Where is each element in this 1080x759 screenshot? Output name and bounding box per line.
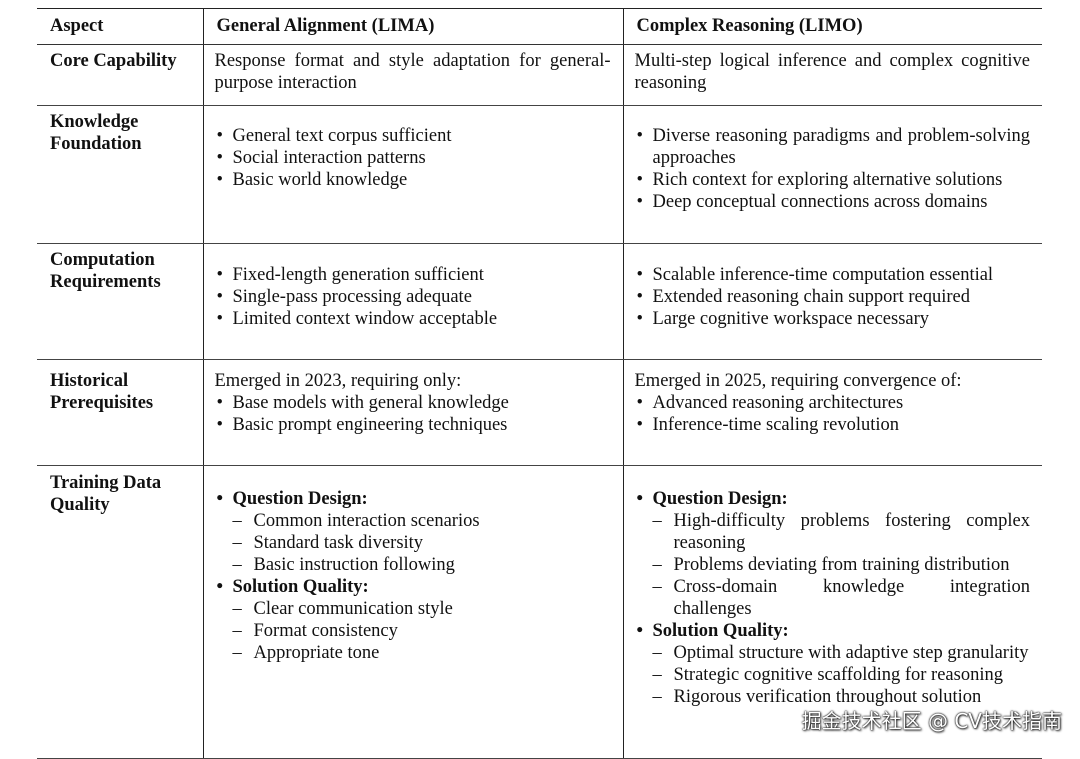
list-item: Strategic cognitive scaffolding for reas… — [635, 664, 1031, 686]
list-item: Appropriate tone — [215, 642, 611, 664]
cell-text: Multi-step logical inference and complex… — [634, 51, 1031, 93]
list-item: Diverse reasoning paradigms and problem-… — [635, 125, 1030, 169]
table-row-computation-requirements: Computation Requirements Fixed-length ge… — [37, 243, 1042, 360]
list-item: Social interaction patterns — [215, 147, 611, 169]
list-item: Basic world knowledge — [215, 169, 611, 191]
header-aspect: Aspect — [37, 8, 203, 45]
list-item: High-difficulty problems fostering compl… — [635, 510, 1030, 554]
aspect-line: Quality — [50, 495, 110, 515]
cell-intro: Emerged in 2023, requiring only: — [214, 371, 462, 391]
group-title: Question Design: — [635, 488, 1031, 510]
list-item: Basic instruction following — [215, 554, 611, 576]
table-header-row: Aspect General Alignment (LIMA) Complex … — [37, 8, 1042, 45]
bullet-list: Advanced reasoning architectures Inferen… — [635, 392, 1031, 436]
aspect-line: Computation — [50, 250, 155, 270]
group-title: Question Design: — [215, 488, 611, 510]
list-item: Rich context for exploring alternative s… — [635, 169, 1031, 191]
list-item: Problems deviating from training distrib… — [635, 554, 1031, 576]
general-cell: Response format and style adaptation for… — [202, 44, 623, 106]
header-general-alignment: General Alignment (LIMA) — [202, 8, 623, 45]
table-row-knowledge-foundation: Knowledge Foundation General text corpus… — [37, 105, 1042, 244]
bullet-list: General text corpus sufficient Social in… — [215, 125, 611, 191]
complex-cell: Multi-step logical inference and complex… — [622, 44, 1042, 106]
list-item: Format consistency — [215, 620, 611, 642]
list-item: Clear communication style — [215, 598, 611, 620]
general-cell: Emerged in 2023, requiring only: Base mo… — [202, 359, 623, 466]
watermark: 掘金技术社区 @ CV技术指南 — [801, 709, 1062, 733]
bullet-list: Diverse reasoning paradigms and problem-… — [635, 125, 1031, 213]
aspect-line: Requirements — [50, 272, 161, 292]
aspect-line: Training Data — [50, 473, 162, 493]
aspect-line: Knowledge — [50, 112, 139, 132]
bullet-list: Fixed-length generation sufficient Singl… — [215, 264, 611, 330]
aspect-line: Foundation — [50, 134, 142, 154]
list-item: Fixed-length generation sufficient — [215, 264, 611, 286]
list-item: Common interaction scenarios — [215, 510, 611, 532]
list-item: Scalable inference-time computation esse… — [635, 264, 1031, 286]
aspect-cell: Computation Requirements — [37, 243, 203, 360]
list-item: Basic prompt engineering techniques — [215, 414, 611, 436]
list-item: Base models with general knowledge — [215, 392, 611, 414]
cell-text: Response format and style adaptation for… — [214, 51, 611, 93]
list-item: Extended reasoning chain support require… — [635, 286, 1031, 308]
list-item: Limited context window acceptable — [215, 308, 611, 330]
bullet-list: Base models with general knowledge Basic… — [215, 392, 611, 436]
general-cell: Fixed-length generation sufficient Singl… — [202, 243, 623, 360]
list-item: Standard task diversity — [215, 532, 611, 554]
cell-intro: Emerged in 2025, requiring convergence o… — [634, 371, 962, 391]
complex-cell: Emerged in 2025, requiring convergence o… — [622, 359, 1042, 466]
table-row-training-data-quality: Training Data Quality Question Design: C… — [37, 465, 1042, 759]
aspect-cell: Knowledge Foundation — [37, 105, 203, 244]
aspect-line: Historical — [50, 371, 129, 391]
header-complex-reasoning: Complex Reasoning (LIMO) — [622, 8, 1042, 45]
table-row-core-capability: Core Capability Response format and styl… — [37, 44, 1042, 106]
group-title: Solution Quality: — [215, 576, 611, 598]
aspect-line: Prerequisites — [50, 393, 154, 413]
group-title: Solution Quality: — [635, 620, 1031, 642]
list-item: Deep conceptual connections across domai… — [635, 191, 1031, 213]
comparison-table: Aspect General Alignment (LIMA) Complex … — [37, 8, 1042, 759]
list-item: Large cognitive workspace necessary — [635, 308, 1031, 330]
bullet-list: Scalable inference-time computation esse… — [635, 264, 1031, 330]
list-item: Cross-domain knowledge integration chall… — [635, 576, 1030, 620]
complex-cell: Question Design: High-difficulty problem… — [622, 465, 1042, 759]
general-cell: Question Design: Common interaction scen… — [202, 465, 623, 759]
group-list: Question Design: High-difficulty problem… — [635, 488, 1031, 708]
general-cell: General text corpus sufficient Social in… — [202, 105, 623, 244]
list-item: Optimal structure with adaptive step gra… — [635, 642, 1031, 664]
aspect-cell: Training Data Quality — [37, 465, 203, 759]
list-item: Rigorous verification throughout solutio… — [635, 686, 1031, 708]
group-list: Question Design: Common interaction scen… — [215, 488, 611, 664]
list-item: Single-pass processing adequate — [215, 286, 611, 308]
complex-cell: Diverse reasoning paradigms and problem-… — [622, 105, 1042, 244]
aspect-cell: Historical Prerequisites — [37, 359, 203, 466]
table-row-historical-prerequisites: Historical Prerequisites Emerged in 2023… — [37, 359, 1042, 466]
list-item: Advanced reasoning architectures — [635, 392, 1031, 414]
list-item: Inference-time scaling revolution — [635, 414, 1031, 436]
list-item: General text corpus sufficient — [215, 125, 611, 147]
aspect-line: Core Capability — [50, 51, 177, 71]
complex-cell: Scalable inference-time computation esse… — [622, 243, 1042, 360]
aspect-cell: Core Capability — [37, 44, 203, 106]
